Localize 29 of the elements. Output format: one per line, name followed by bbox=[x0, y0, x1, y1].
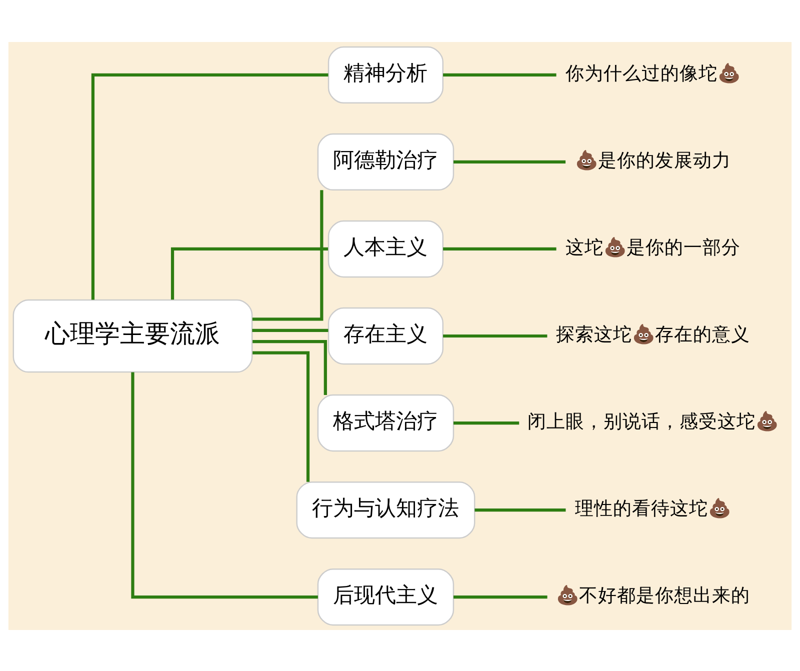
node-box: 人本主义 bbox=[328, 220, 444, 278]
node-box: 格式塔治疗 bbox=[317, 394, 454, 452]
connector bbox=[252, 190, 324, 320]
connector bbox=[252, 350, 310, 482]
node-text: 💩不好都是你想出来的 bbox=[556, 584, 750, 606]
connector bbox=[252, 328, 328, 332]
node-text: 你为什么过的像坨💩 bbox=[565, 62, 740, 84]
node-text: 闭上眼，别说话，感受这坨💩 bbox=[527, 410, 778, 432]
connector bbox=[443, 334, 548, 338]
connector bbox=[443, 72, 556, 76]
connector bbox=[170, 246, 328, 300]
connector bbox=[474, 508, 566, 512]
connector bbox=[454, 160, 566, 164]
node-box: 精神分析 bbox=[328, 46, 444, 104]
node-box: 行为与认知疗法 bbox=[296, 480, 476, 538]
node-box: 后现代主义 bbox=[317, 568, 454, 626]
node-text: 理性的看待这坨💩 bbox=[574, 498, 731, 519]
connector bbox=[454, 420, 520, 424]
node-text: 探索这坨💩存在的意义 bbox=[556, 324, 750, 345]
node-box: 心理学主要流派 bbox=[12, 298, 253, 372]
node-text: 这坨💩是你的一部分 bbox=[565, 236, 740, 258]
connector bbox=[91, 72, 328, 300]
connector bbox=[454, 595, 548, 598]
node-box: 阿德勒治疗 bbox=[317, 132, 454, 190]
connector bbox=[131, 372, 318, 598]
connector bbox=[443, 246, 556, 250]
node-text: 💩是你的发展动力 bbox=[574, 150, 731, 171]
connector bbox=[252, 340, 327, 394]
node-box: 存在主义 bbox=[328, 306, 444, 364]
